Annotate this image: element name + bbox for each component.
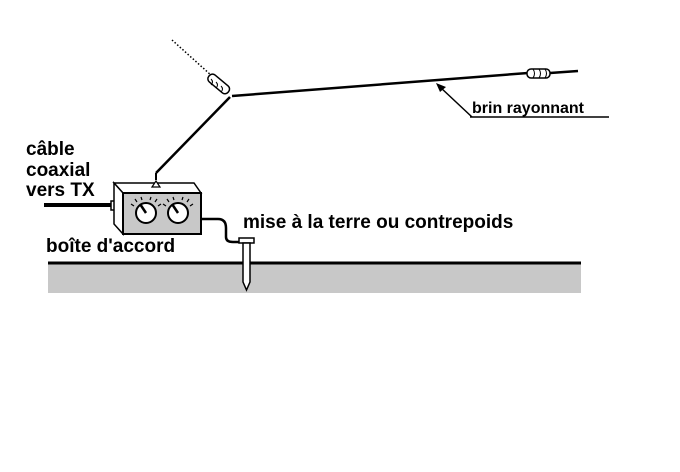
- tuner-knob-right-icon: [162, 196, 194, 224]
- tuner-label: boîte d'accord: [46, 236, 175, 257]
- feed-insulator: [150, 179, 162, 188]
- insulator-right-icon: [526, 68, 551, 79]
- ground-label: mise à la terre ou contrepoids: [243, 212, 513, 233]
- ground-surface: [48, 263, 581, 293]
- radiating-wire-end: [549, 69, 579, 75]
- tuner-knob-left-icon: [130, 196, 162, 224]
- ground-stake-icon: [238, 237, 255, 292]
- coax-label-line3: vers TX: [26, 180, 95, 201]
- tuner-box: [112, 179, 203, 236]
- insulator-left-icon: [207, 73, 231, 95]
- radiator-label: brin rayonnant: [472, 100, 585, 117]
- radiator-pointer-arrow: [436, 83, 609, 118]
- coax-label-line1: câble: [26, 139, 75, 160]
- feed-wire: [155, 96, 231, 174]
- coax-label-line2: coaxial: [26, 160, 90, 181]
- ground-wire: [201, 217, 248, 244]
- radiating-wire: [231, 71, 529, 98]
- support-rope: [171, 39, 213, 77]
- ground-strip: [48, 261, 581, 293]
